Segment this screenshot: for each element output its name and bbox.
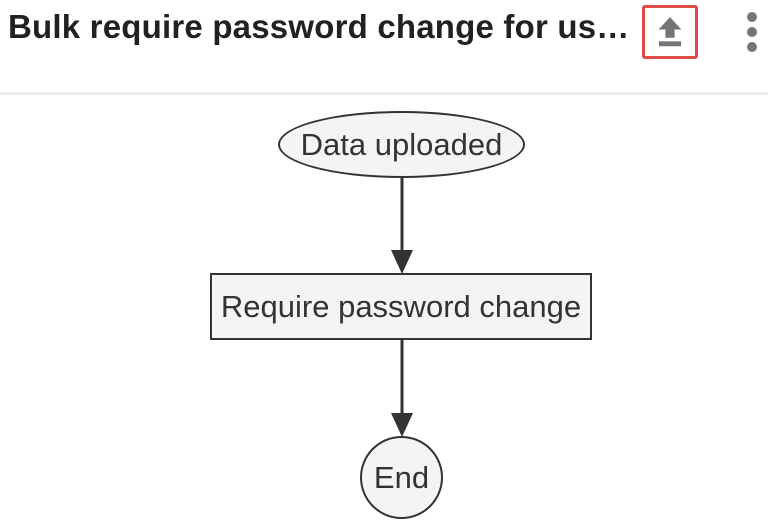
- page-title: Bulk require password change for us…: [8, 8, 628, 45]
- kebab-menu-icon: [747, 27, 757, 37]
- header-divider: [0, 92, 768, 95]
- edge-start-to-process: [391, 178, 413, 274]
- node-process-label: Require password change: [220, 289, 582, 324]
- kebab-menu-icon: [747, 12, 757, 22]
- edge-process-to-end: [391, 340, 413, 437]
- flowchart: Data uploaded Require password change En…: [0, 95, 768, 523]
- node-process: Require password change: [210, 273, 592, 340]
- upload-button[interactable]: [642, 5, 698, 59]
- node-start-label: Data uploaded: [300, 127, 503, 162]
- kebab-menu-icon: [747, 42, 757, 52]
- node-end-label: End: [373, 460, 430, 495]
- more-options-button[interactable]: [733, 7, 768, 57]
- upload-icon: [658, 17, 682, 47]
- header: Bulk require password change for us…: [0, 0, 768, 92]
- node-end: End: [360, 436, 443, 519]
- node-start: Data uploaded: [278, 111, 525, 178]
